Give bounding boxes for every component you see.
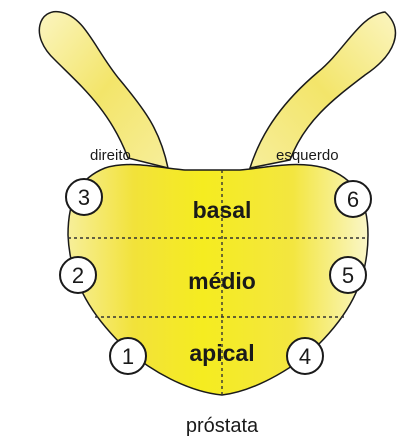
seminal-vesicle-left [250, 12, 395, 168]
label-left-side: esquerdo [276, 147, 339, 164]
marker-1-number: 1 [122, 344, 134, 369]
marker-2-number: 2 [72, 263, 84, 288]
marker-3-number: 3 [78, 185, 90, 210]
marker-3: 3 [66, 179, 102, 215]
marker-5: 5 [330, 257, 366, 293]
zone-label-apical: apical [189, 340, 254, 366]
marker-4: 4 [287, 338, 323, 374]
zone-label-medio: médio [188, 268, 256, 294]
marker-6: 6 [335, 181, 371, 217]
label-right-side: direito [90, 147, 131, 164]
marker-2: 2 [60, 257, 96, 293]
diagram-caption: próstata [186, 415, 259, 437]
marker-5-number: 5 [342, 263, 354, 288]
marker-1: 1 [110, 338, 146, 374]
marker-6-number: 6 [347, 187, 359, 212]
marker-4-number: 4 [299, 344, 311, 369]
zone-label-basal: basal [193, 197, 252, 223]
seminal-vesicle-right [39, 12, 168, 168]
